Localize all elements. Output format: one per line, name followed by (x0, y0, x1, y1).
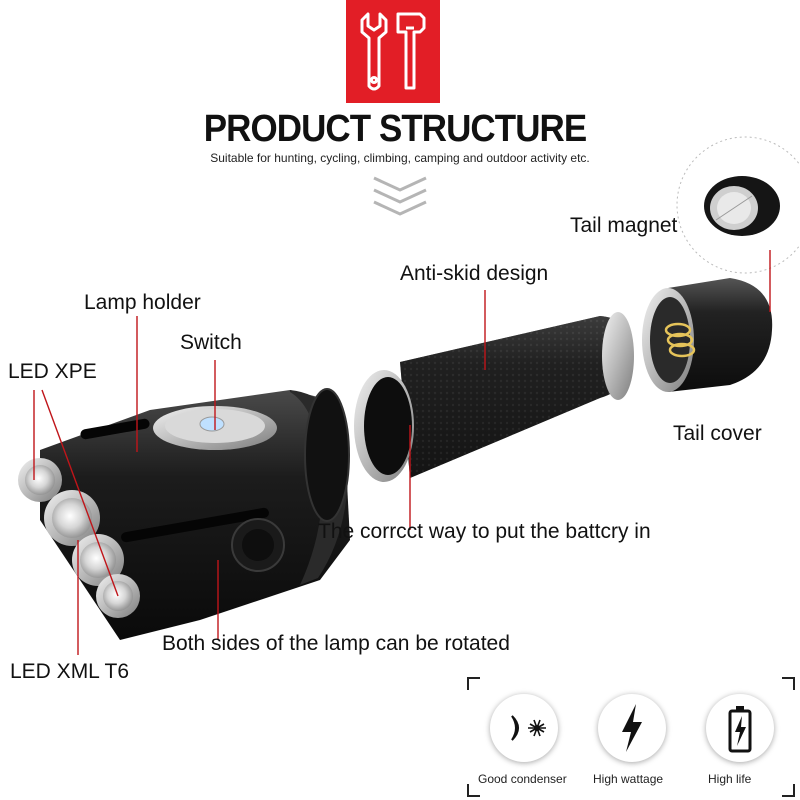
feature-label-life: High life (708, 772, 752, 786)
tail-magnet-part (676, 136, 800, 274)
battery-tube-part (354, 312, 634, 482)
label-tail-cover: Tail cover (673, 422, 762, 445)
battery-icon (728, 706, 752, 753)
page-subtitle: Suitable for hunting, cycling, climbing,… (210, 151, 590, 165)
callout-lines (33, 250, 771, 655)
feature-label-condenser: Good condenser (478, 772, 567, 786)
label-rotate: Both sides of the lamp can be rotated (162, 632, 510, 655)
wrench-hammer-icon (360, 12, 426, 91)
label-tail-magnet: Tail magnet (570, 214, 678, 237)
feature-frame (467, 677, 795, 797)
label-battery: The corrcct way to put the battcry in (318, 520, 651, 543)
tail-cover-part (642, 278, 773, 392)
tools-badge (346, 0, 440, 103)
feature-good-condenser (490, 694, 558, 762)
label-switch: Switch (180, 331, 242, 354)
page-title: PRODUCT STRUCTURE (203, 108, 587, 150)
label-led-xml: LED XML T6 (10, 660, 130, 683)
label-led-xpe: LED XPE (8, 360, 97, 383)
feature-label-wattage: High wattage (593, 772, 664, 786)
condenser-icon (511, 715, 546, 741)
lightning-icon (622, 704, 642, 752)
lamp-head-part (18, 388, 350, 640)
label-lamp-holder: Lamp holder (84, 291, 201, 314)
feature-high-wattage (598, 694, 666, 762)
feature-high-life (706, 694, 774, 762)
chevron-down-icon (372, 174, 428, 218)
label-anti-skid: Anti-skid design (400, 262, 549, 285)
